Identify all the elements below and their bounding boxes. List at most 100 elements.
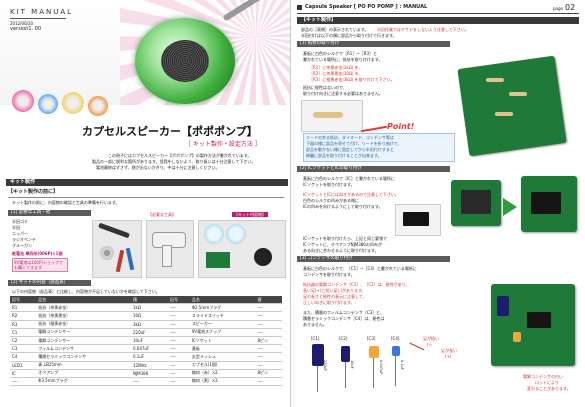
step-3-line-2: コンデンサを取り付けます。 — [303, 272, 355, 277]
ic-chip-icon — [403, 212, 429, 226]
pcb-resistor-2 — [509, 92, 527, 96]
cell: ---- — [167, 336, 190, 346]
cap-value-c2: 10uF — [350, 360, 354, 369]
cell: C3 — [10, 344, 37, 354]
cap-value-c1: 220uF — [323, 360, 327, 371]
pcb-resistor-1 — [486, 78, 504, 82]
section-note-a: 部品の［表側］の表示されています。 — [301, 27, 369, 32]
cell: ---- — [130, 377, 168, 387]
cell: ---- — [255, 361, 282, 370]
header-square-icon — [297, 5, 302, 10]
cap-value-c3: 0.047uF — [379, 360, 383, 375]
cell: ---- — [167, 311, 190, 321]
pcb-resistor-3 — [495, 112, 513, 116]
point-line-3: 部品を動かない様に固定してから半田付けすると — [306, 147, 394, 152]
parts-heading: [2] キットの内容（部品表） — [8, 280, 91, 286]
section-note-red: 半田作業ではヤケドをしないよう注意して下さい。 — [377, 27, 469, 32]
step-2-line-2: ICソケットを取り付けます。 — [303, 182, 355, 187]
cell: 12MHz — [130, 361, 168, 370]
step-2-after-1: ICソケットを取り付けたら、上記と同じ要領で — [303, 236, 387, 241]
plus-sign: (+) — [445, 354, 452, 359]
cell: ---- — [255, 352, 282, 362]
step-2-after-2: ICソケットに、オペアンプNJM386の凹みが — [303, 242, 382, 247]
manual-date: 2012/06/20 — [10, 21, 34, 26]
kit-before-text: キット製作の前に、内容物の確認と工具の準備を行います。 — [12, 200, 120, 205]
step-2-red-3: ICの凹みを向けるようにして取り付けます。 — [303, 204, 383, 209]
cell: 1kΩ — [130, 303, 168, 313]
cell: ---- — [167, 369, 190, 378]
cell: スライドスイッチ — [189, 311, 256, 321]
table-row: ----Φ3.5mmプラグ--------線材（黒）×3---- — [10, 377, 282, 387]
point-line-2: 下図の様に部品を寄せて付け、リードを折り曲げて、 — [306, 141, 402, 146]
product-title: カプセルスピーカー【ポポポンプ】 — [82, 125, 258, 138]
cell: ---- — [167, 352, 190, 362]
capacitor-c4-leg — [395, 356, 396, 386]
step-2-red-1: ICソケットとICには向きがあるので注意して下さい。 — [303, 192, 399, 197]
kit-before-heading: 【キット製作の前に】 — [8, 189, 59, 195]
solder-reel-icon — [100, 246, 114, 260]
cell: 10Ω — [130, 311, 168, 321]
capacitor-c3-leg — [373, 358, 374, 388]
kit-before-rule — [8, 197, 284, 198]
page-label: page — [553, 6, 563, 11]
product-subtitle: ［ キット製作・設定方法 ］ — [185, 141, 261, 148]
cell: LED1 — [10, 361, 37, 370]
header-rule — [297, 13, 579, 14]
cell: Φ2.5mmプラグ — [189, 303, 256, 313]
cell: 抵抗（橙黒赤金） — [36, 320, 131, 329]
cell: C2 — [10, 336, 37, 346]
cell: ---- — [167, 344, 190, 354]
cell: カプセル(1個) — [189, 361, 256, 370]
tag-kit-contents: 【キット内容物】 — [232, 212, 268, 217]
col-value-2: 値 — [255, 296, 282, 305]
capacitor-c2-icon — [341, 346, 350, 362]
header-rule — [10, 18, 66, 19]
tool-5: グルーガン — [12, 243, 32, 248]
step-3-more-2: 積層セラミックコンデンサ［C4］は、極性は — [303, 316, 385, 321]
cell: オペアンプ — [36, 369, 131, 378]
minus-leg-label: 足が短い — [423, 336, 439, 341]
col-value: 値 — [130, 296, 168, 305]
small-capsule-2 — [38, 94, 58, 114]
cell: 青 LED5mm — [36, 361, 131, 370]
cell: C1 — [10, 328, 37, 337]
step-2-line-1: 基板に白色のシルクで［IC］と書かれている場所に — [303, 176, 395, 181]
cell: R1 — [10, 303, 37, 313]
plus-leg-label: 足が長い — [441, 348, 457, 353]
col-name-2: 品名 — [189, 296, 256, 305]
cell: ---- — [10, 377, 37, 387]
capacitor-c1-icon — [312, 344, 324, 366]
tools-battery-warning: 9V電池は100円ショップでも購入できます — [12, 258, 68, 272]
ic-socket-icon — [461, 190, 491, 214]
step-3-red-4: 正しい向きに取り付けます。 — [303, 300, 355, 305]
cell: ---- — [167, 303, 190, 313]
step-1-line-1: 基板に白色のシルクで［R1］~［R3］と — [303, 51, 377, 56]
capacitor-c4-icon — [392, 346, 400, 356]
col-symbol-2: 記号 — [167, 296, 190, 305]
cell: R3 — [10, 320, 37, 329]
cell: スピーカー — [189, 320, 256, 329]
tag-optional-tools: 【必要な工具】 — [148, 212, 176, 217]
parts-table-header: 記号 品名 値 記号 品名 値 — [10, 296, 282, 305]
kit-capsule-shell-2 — [226, 224, 246, 244]
step-1-line-7: 取り付け向きに注意する必要はありません。 — [303, 91, 383, 96]
cell: 基板 — [189, 344, 256, 354]
cap-label-c2: [C2] — [339, 336, 348, 341]
leg-arrow-icon — [409, 342, 425, 351]
step-1-line-4: ［R2］に茶黒黒金(10Ω) を、 — [309, 71, 363, 76]
capacitor-c3-icon — [369, 346, 379, 358]
cell: ---- — [167, 377, 190, 387]
cap-label-c4: [C4] — [391, 336, 400, 341]
cell: R2 — [10, 311, 37, 321]
step-3-red-3: 足の長さと極性の表示に注意して、 — [303, 294, 367, 299]
cell: 220uF — [130, 328, 168, 337]
speaker-mesh — [161, 40, 209, 82]
cell: 線材（赤）×2 — [189, 369, 256, 378]
tool-1: 半田ゴテ — [12, 219, 28, 224]
section-kit-build: 【キット製作】 — [297, 17, 579, 24]
cell: 0.1uF — [130, 352, 168, 362]
